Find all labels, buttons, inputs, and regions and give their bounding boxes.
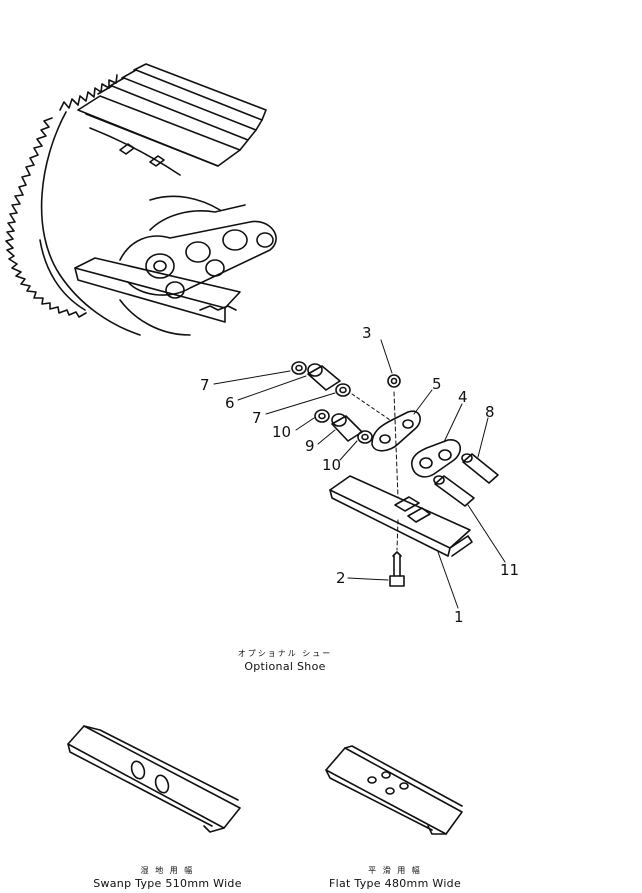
leader-3 bbox=[380, 339, 393, 374]
swamp-type-caption-en: Swanp Type 510mm Wide bbox=[93, 877, 242, 890]
callout-3: 3 bbox=[362, 324, 372, 342]
callout-2: 2 bbox=[336, 569, 346, 587]
optional-shoe-caption: オプショナル シュー Optional Shoe bbox=[230, 647, 340, 673]
sprocket-teeth bbox=[5, 74, 118, 318]
callout-7a: 7 bbox=[200, 376, 210, 394]
assembly-line-upper bbox=[351, 393, 391, 421]
callout-4: 4 bbox=[458, 388, 468, 406]
leader-2 bbox=[347, 577, 389, 581]
bolt-axis-line-lower bbox=[396, 519, 399, 551]
callout-9: 9 bbox=[305, 437, 315, 455]
callout-1: 1 bbox=[454, 608, 464, 626]
optional-shoe-caption-jp: オプショナル シュー bbox=[237, 649, 333, 658]
bolt-axis-line bbox=[393, 391, 399, 499]
callout-5: 5 bbox=[432, 375, 442, 393]
optional-shoe-caption-en: Optional Shoe bbox=[244, 660, 326, 673]
flat-type-caption-jp: 平 滑 用 幅 bbox=[368, 866, 422, 875]
leader-6 bbox=[237, 375, 307, 401]
leader-7a bbox=[213, 370, 291, 385]
exploded-shoe-parts bbox=[291, 361, 499, 587]
callout-8: 8 bbox=[485, 403, 495, 421]
flat-type-caption: 平 滑 用 幅 Flat Type 480mm Wide bbox=[320, 864, 470, 890]
callout-11: 11 bbox=[500, 561, 519, 579]
callout-numbers: 7 6 7 10 9 10 3 5 4 8 11 1 2 bbox=[200, 324, 519, 626]
leader-8 bbox=[477, 417, 489, 458]
leader-5 bbox=[413, 389, 433, 415]
leader-10a bbox=[295, 417, 315, 431]
leader-lines bbox=[213, 339, 506, 609]
leader-7b bbox=[265, 392, 336, 415]
callout-6: 6 bbox=[225, 394, 235, 412]
swamp-type-caption-jp: 湿 地 用 幅 bbox=[140, 866, 195, 875]
leader-10b bbox=[339, 440, 358, 461]
leader-11 bbox=[467, 504, 506, 563]
flat-shoe-illustration bbox=[325, 745, 463, 835]
leader-1 bbox=[437, 551, 459, 609]
flat-type-caption-en: Flat Type 480mm Wide bbox=[328, 877, 462, 890]
swamp-shoe-illustration bbox=[67, 725, 241, 833]
track-assembly-illustration bbox=[5, 63, 277, 336]
callout-10a: 10 bbox=[272, 423, 291, 441]
leader-9 bbox=[317, 429, 336, 445]
callout-10b: 10 bbox=[322, 456, 341, 474]
leader-4 bbox=[443, 403, 463, 443]
swamp-type-caption: 湿 地 用 幅 Swanp Type 510mm Wide bbox=[80, 864, 255, 890]
callout-7b: 7 bbox=[252, 409, 262, 427]
